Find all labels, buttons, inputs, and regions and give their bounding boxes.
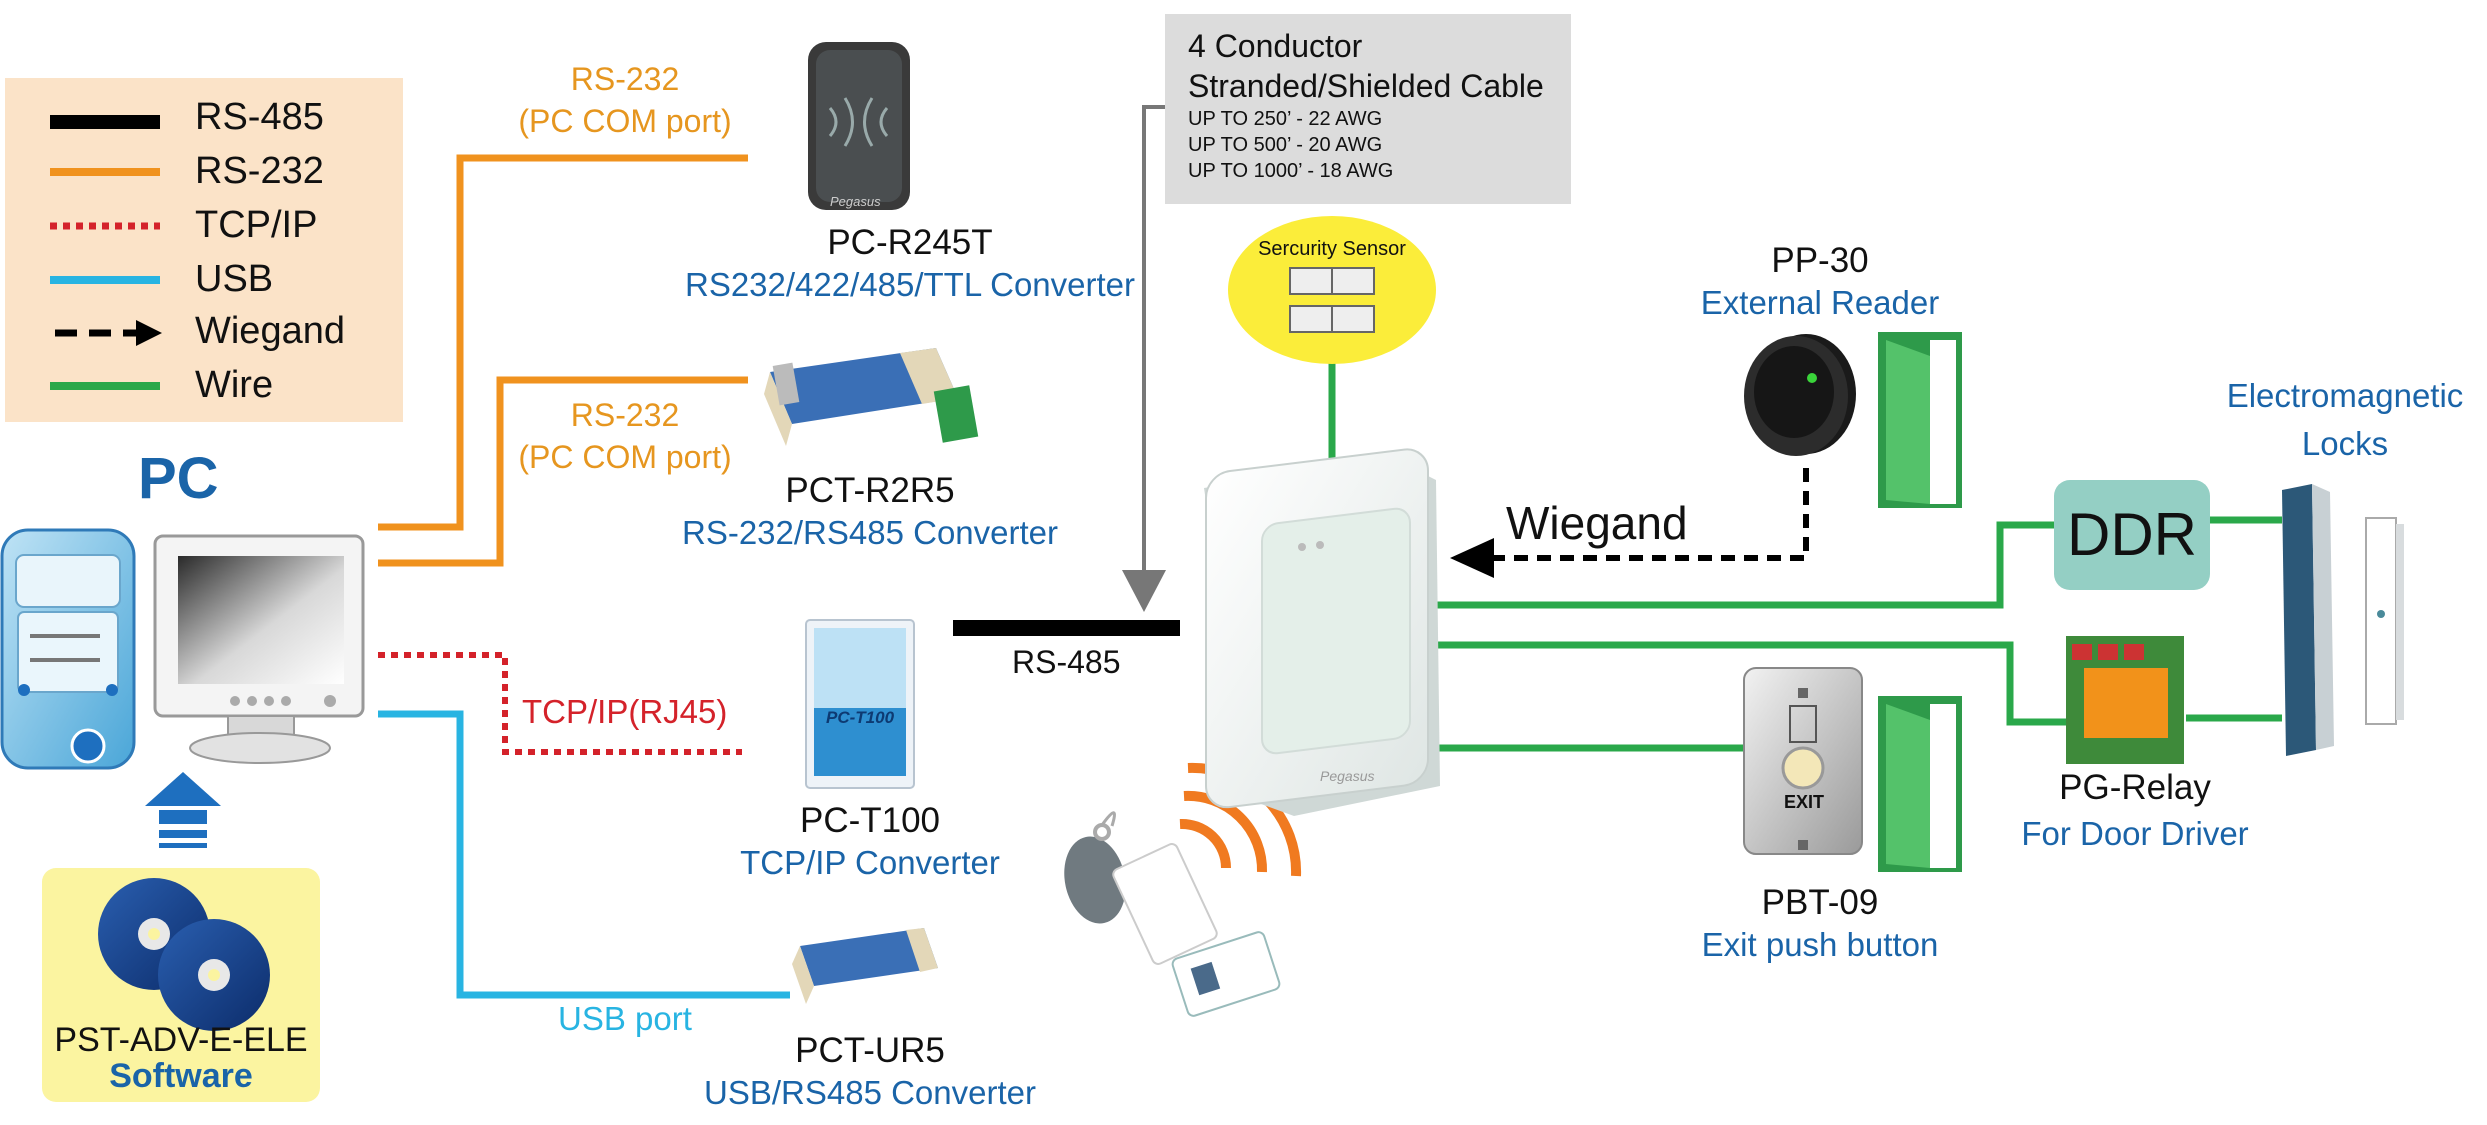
wiegand-line <box>1490 468 1809 561</box>
legend-box <box>5 78 403 422</box>
wiegand-label: Wiegand <box>1506 497 1688 549</box>
pct-ur5-caption: PCT-UR5 USB/RS485 Converter <box>680 1030 1060 1114</box>
cable-spec3: UP TO 1000’ - 18 AWG <box>1188 160 1394 182</box>
legend-label-rs485: RS-485 <box>195 96 324 138</box>
em-locks-caption: Electromagnetic Locks <box>2200 372 2487 468</box>
usb-line <box>378 710 790 999</box>
pct-ur5-desc: USB/RS485 Converter <box>704 1074 1036 1111</box>
install-arrow-bar-3 <box>159 843 207 848</box>
cable-spec2: UP TO 500’ - 20 AWG <box>1188 134 1383 156</box>
legend-label-tcpip: TCP/IP <box>195 204 318 246</box>
software-label: Software <box>109 1057 253 1095</box>
pc-r245t-model: PC-R245T <box>827 223 993 262</box>
usb-label: USB port <box>558 1000 692 1037</box>
ddr-wire <box>1428 521 2054 609</box>
cable-line2: Stranded/Shielded Cable <box>1188 68 1544 104</box>
pbt-09-exit-button <box>1743 667 1863 855</box>
rs232-line-top <box>378 154 748 531</box>
pbt-09-desc: Exit push button <box>1701 926 1939 963</box>
pbt-09-caption: PBT-09 Exit push button <box>1640 882 2000 966</box>
pp-30-reader <box>1744 334 1856 456</box>
ddr-label: DDR <box>2067 501 2197 568</box>
pct-r2r5-desc: RS-232/RS485 Converter <box>681 514 1059 551</box>
cable-pointer-line <box>1142 105 1168 570</box>
rs232-mid-label: RS-232 (PC COM port) <box>505 394 745 478</box>
rfid-wave-2 <box>1183 790 1268 873</box>
rs232-top-label: RS-232 (PC COM port) <box>505 58 745 142</box>
door-icon-bottom <box>1878 696 1962 872</box>
pc-t100-caption: PC-T100 TCP/IP Converter <box>700 800 1040 884</box>
legend-label-wiegand: Wiegand <box>195 310 345 352</box>
cable-spec1: UP TO 250’ - 22 AWG <box>1188 108 1383 130</box>
security-sensor-icon <box>1289 267 1375 333</box>
pc-monitor <box>153 534 365 764</box>
pc-r245t-brand: Pegasus <box>830 194 881 209</box>
pc-title: PC <box>138 446 219 511</box>
pct-r2r5-model: PCT-R2R5 <box>785 471 955 510</box>
pc-t100-device <box>805 619 915 789</box>
software-cd-icon <box>98 878 270 1031</box>
rs232-line-mid <box>378 376 748 567</box>
pg-relay-board <box>2066 636 2184 764</box>
pc-r245t-device <box>808 42 910 210</box>
pc-r245t-caption: PC-R245T RS232/422/485/TTL Converter <box>560 222 1260 306</box>
rfid-cards <box>1064 811 1281 1017</box>
legend-label-wire: Wire <box>195 364 274 406</box>
cable-line1: 4 Conductor <box>1188 28 1363 64</box>
rs232-top-line2: (PC COM port) <box>518 103 732 139</box>
pg-relay-desc: For Door Driver <box>2021 815 2249 852</box>
pct-r2r5-caption: PCT-R2R5 RS-232/RS485 Converter <box>660 470 1080 554</box>
tcpip-line <box>378 652 742 755</box>
cable-info-box <box>1165 14 1571 204</box>
pg-relay-model: PG-Relay <box>2059 768 2211 807</box>
rfid-wave-1 <box>1179 818 1232 869</box>
install-arrow-bar-2 <box>159 830 207 838</box>
legend-label-rs232: RS-232 <box>195 150 324 192</box>
pc-r245t-desc: RS232/422/485/TTL Converter <box>684 266 1136 303</box>
pp-30-desc: External Reader <box>1700 284 1940 321</box>
rs232-mid-line2: (PC COM port) <box>518 439 732 475</box>
pg-relay-caption: PG-Relay For Door Driver <box>1990 766 2280 858</box>
pp-30-model: PP-30 <box>1771 241 1869 280</box>
pc-t100-model: PC-T100 <box>799 801 941 840</box>
em-locks-line2: Locks <box>2301 425 2389 462</box>
software-model: PST-ADV-E-ELE <box>54 1021 308 1059</box>
rs232-mid-line1: RS-232 <box>570 397 680 433</box>
pc-t100-desc: TCP/IP Converter <box>740 844 1000 881</box>
pct-ur5-model: PCT-UR5 <box>795 1031 945 1070</box>
ddr-box <box>2054 480 2210 590</box>
pct-r2r5-device <box>764 348 979 446</box>
tcpip-label: TCP/IP(RJ45) <box>522 693 728 730</box>
door-icon-top <box>1878 332 1962 508</box>
sensor-label: Sercurity Sensor <box>1258 238 1406 260</box>
legend-label-usb: USB <box>195 258 274 300</box>
install-arrow-icon <box>145 772 221 806</box>
install-arrow-bar-1 <box>159 810 207 824</box>
relay-wire <box>1428 641 2066 726</box>
controller-brand: Pegasus <box>1320 768 1375 784</box>
cable-info-text: 4 Conductor Stranded/Shielded Cable UP T… <box>1188 26 1544 184</box>
pc-t100-badge: PC-T100 <box>826 708 895 727</box>
pc-tower <box>0 528 136 770</box>
legend-wiegand-arrowhead <box>136 320 162 346</box>
pbt-09-model: PBT-09 <box>1761 883 1879 922</box>
pp-30-caption: PP-30 External Reader <box>1660 240 1980 324</box>
cable-pointer-arrowhead <box>1122 570 1166 612</box>
em-locks-line1: Electromagnetic <box>2226 377 2464 414</box>
pct-ur5-device <box>792 928 938 1004</box>
access-controller <box>1204 448 1440 816</box>
exit-button-text: EXIT <box>1784 792 1825 812</box>
rs485-label: RS-485 <box>1012 644 1121 680</box>
wiegand-arrowhead <box>1450 538 1494 578</box>
rs232-top-line1: RS-232 <box>570 61 680 97</box>
electromagnetic-lock <box>2282 484 2404 756</box>
